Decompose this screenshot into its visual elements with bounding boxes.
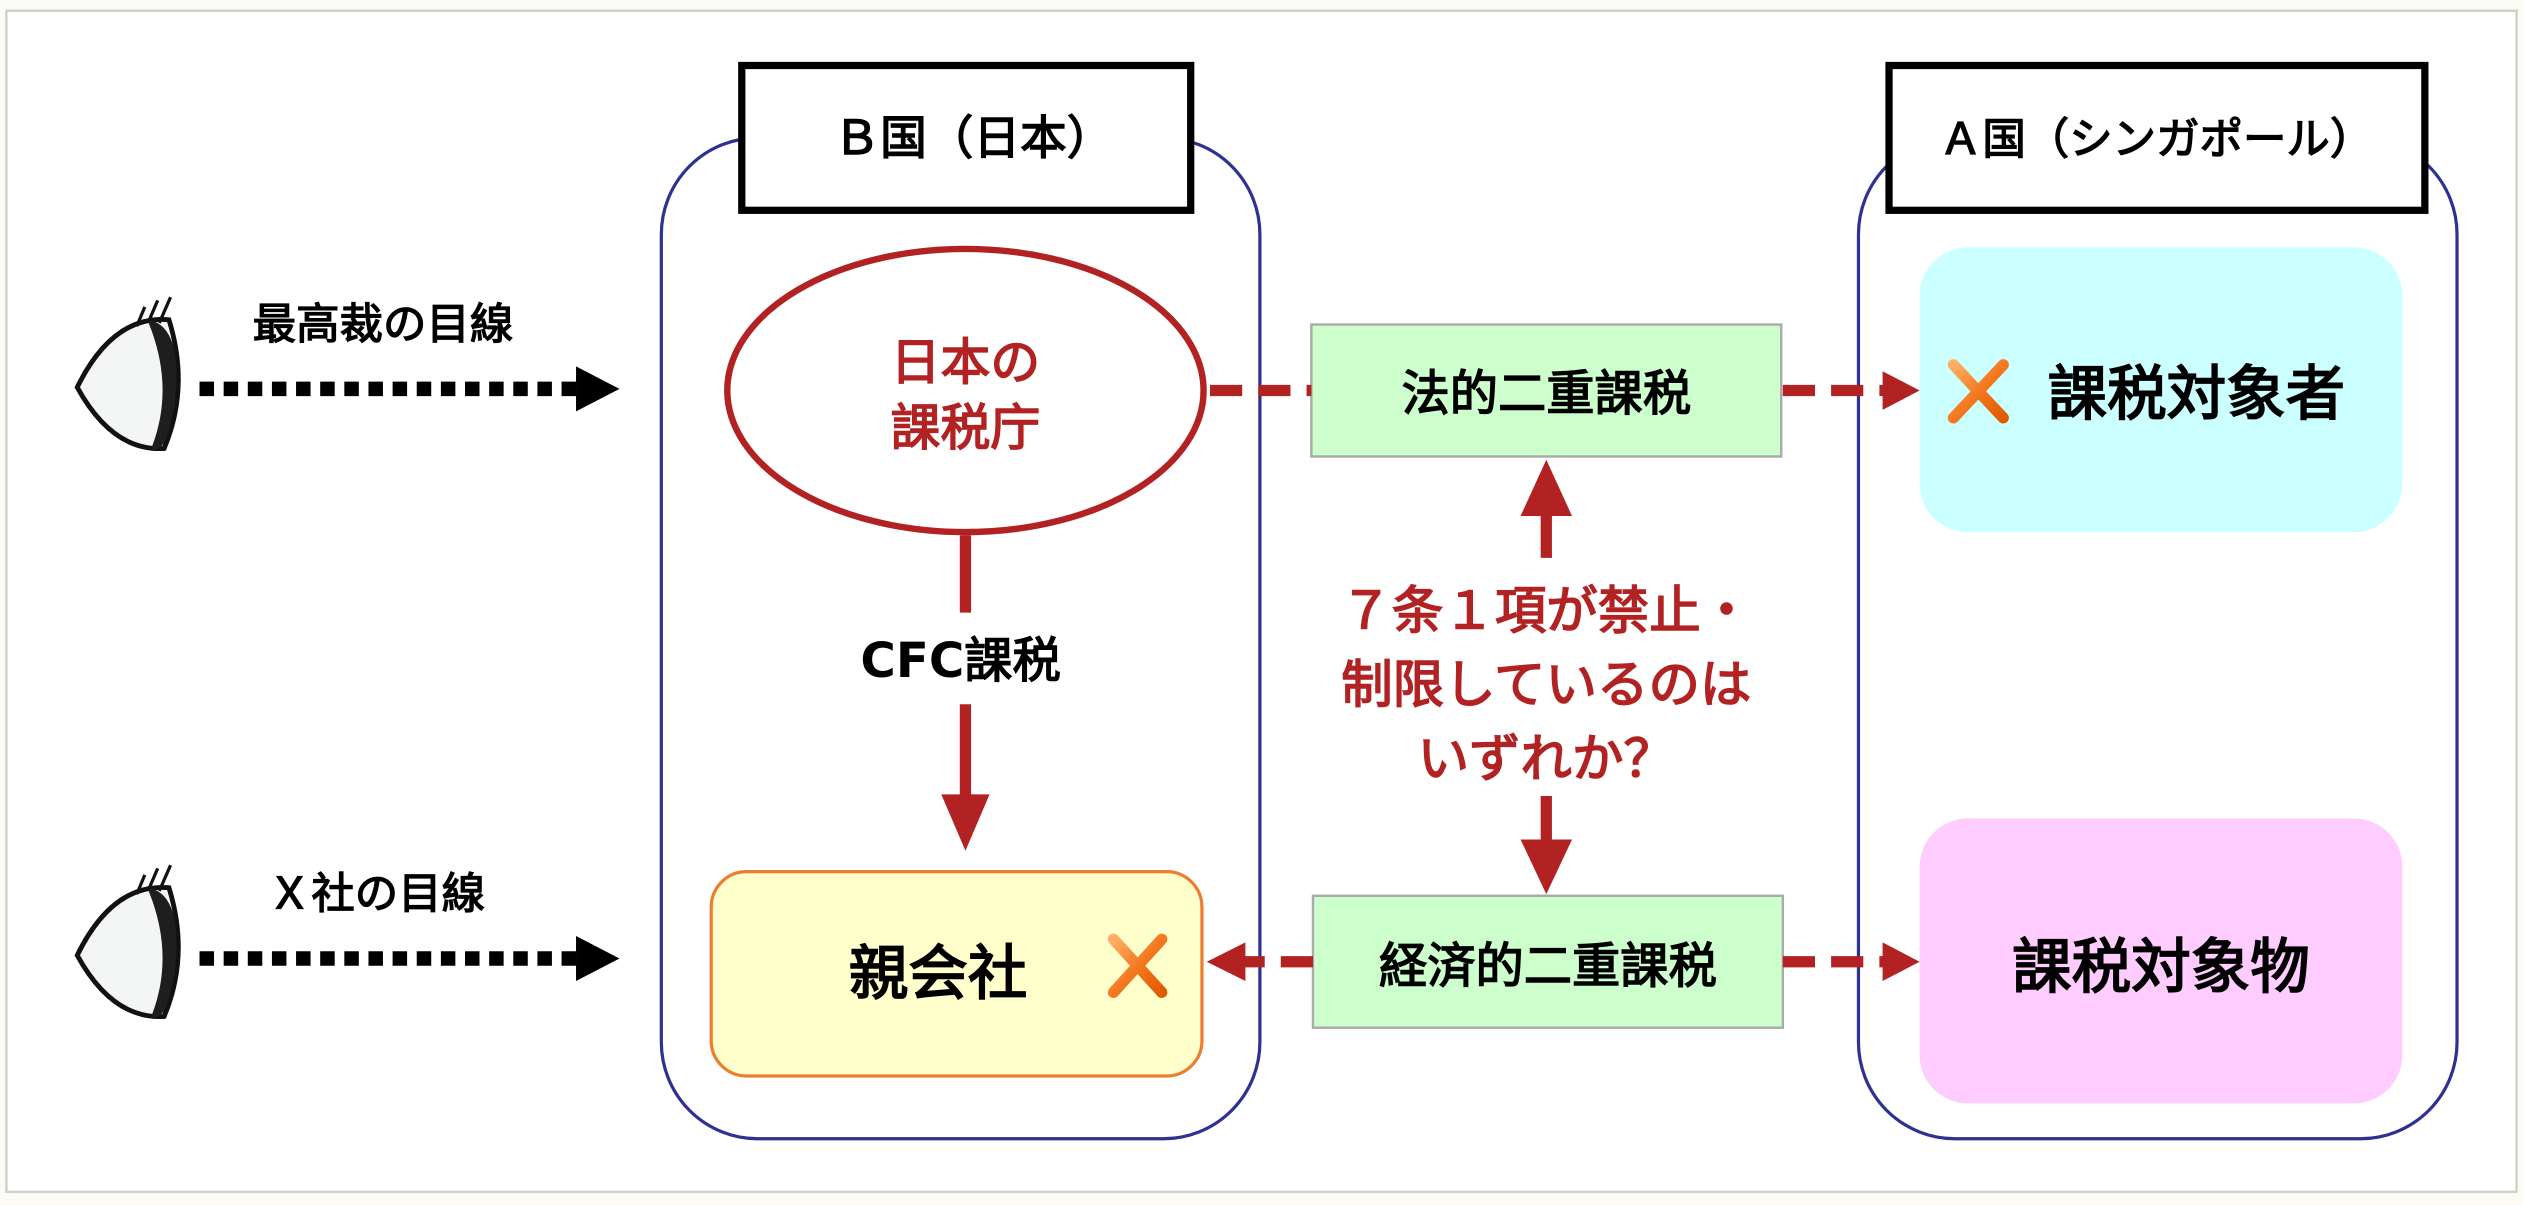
company-x-view-label: Ｘ社の目線 xyxy=(268,870,486,920)
parent-company-label: 親会社 xyxy=(849,940,1028,1009)
question-line1: ７条１項が禁止・ xyxy=(1340,582,1752,642)
cfc-arrow xyxy=(941,535,990,851)
taxpayer-box xyxy=(1919,247,2403,533)
japan-tax-authority xyxy=(724,245,1207,536)
eye-icon xyxy=(74,864,181,1019)
eye-icon xyxy=(74,296,181,451)
tax-object-box xyxy=(1919,818,2403,1104)
taxpayer-label: 課税対象者 xyxy=(2048,361,2346,430)
parent-company-box xyxy=(709,870,1204,1078)
cfc-tax-label: CFC課税 xyxy=(860,633,1060,689)
arrow-question-to-legal xyxy=(1520,459,1573,558)
sightline-arrow-bottom xyxy=(199,935,620,982)
country-a-label: Ａ国（シンガポール） xyxy=(1939,115,2373,165)
legal-double-tax-label: 法的二重課税 xyxy=(1401,366,1691,422)
arrow-question-to-economic xyxy=(1520,796,1573,895)
country-a-header xyxy=(1885,61,2429,214)
tax-authority-line1: 日本の xyxy=(891,333,1041,391)
question-line3: いずれか？ xyxy=(1418,730,1675,790)
supreme-court-view-label: 最高裁の目線 xyxy=(253,300,514,350)
tax-object-label: 課税対象物 xyxy=(2012,933,2310,1002)
x-mark-icon xyxy=(1947,359,2009,424)
tax-authority-line2: 課税庁 xyxy=(891,399,1041,457)
sightline-arrow-top xyxy=(199,366,620,412)
question-line2: 制限しているのは xyxy=(1341,656,1751,716)
dashed-arrow-legal-to-taxpayer xyxy=(1782,371,1920,410)
economic-double-tax-label: 経済的二重課税 xyxy=(1379,939,1717,995)
country-b-header xyxy=(738,61,1195,214)
dashed-arrow-economic-to-object xyxy=(1782,942,1920,982)
x-mark-icon xyxy=(1107,933,1168,998)
dashed-arrow-economic-to-parent xyxy=(1206,942,1313,982)
economic-double-tax-box xyxy=(1311,894,1785,1029)
country-b-label: Ｂ国（日本） xyxy=(834,112,1114,166)
legal-double-tax-box xyxy=(1310,323,1783,458)
